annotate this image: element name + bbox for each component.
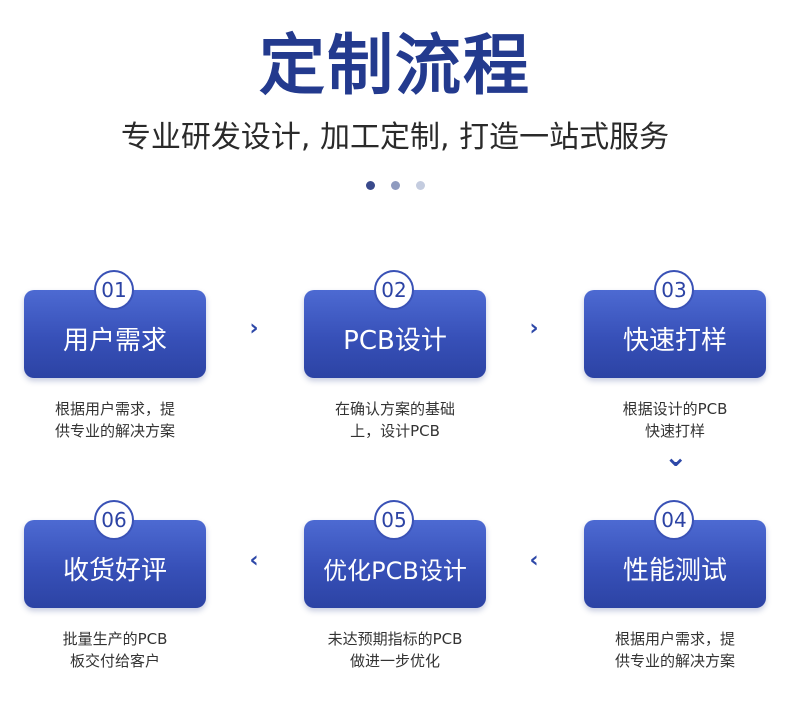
page-title: 定制流程 [259, 27, 531, 104]
step-description-line: 根据用户需求，提 [614, 630, 735, 648]
step-label: 收货好评 [62, 556, 167, 586]
chevron-right-icon: › [249, 316, 259, 341]
chevron-down-icon: ⌄ [664, 440, 688, 473]
step-label: 优化PCB设计 [323, 557, 467, 585]
step-description: 根据设计的PCB 快速打样 [584, 398, 766, 442]
step-description-line: 根据设计的PCB [622, 400, 728, 418]
step-number-badge: 04 [654, 500, 694, 540]
step-description-line: 批量生产的PCB [62, 630, 168, 648]
step-description: 根据用户需求，提 供专业的解决方案 [584, 628, 766, 672]
chevron-right-icon: › [529, 316, 539, 341]
chevron-left-icon: ‹ [249, 548, 259, 573]
step-description: 批量生产的PCB 板交付给客户 [24, 628, 206, 672]
step-label: 快速打样 [622, 326, 727, 356]
step-label: 用户需求 [62, 326, 167, 356]
dot-2 [390, 181, 400, 190]
step-description-line: 供专业的解决方案 [54, 422, 175, 440]
step-description: 根据用户需求，提 供专业的解决方案 [24, 398, 206, 442]
step-description: 在确认方案的基础 上，设计PCB [304, 398, 486, 442]
step-card: 快速打样 [584, 290, 766, 378]
step-label: PCB设计 [343, 326, 447, 356]
step-description-line: 快速打样 [644, 422, 705, 440]
step-description-line: 上，设计PCB [350, 422, 440, 440]
step-description: 未达预期指标的PCB 做进一步优化 [304, 628, 486, 672]
step-description-line: 板交付给客户 [69, 652, 160, 670]
step-number-badge: 03 [654, 270, 694, 310]
step-label: 性能测试 [622, 556, 727, 586]
step-number-badge: 02 [374, 270, 414, 310]
step-number-badge: 06 [94, 500, 134, 540]
step-description-line: 在确认方案的基础 [334, 400, 455, 418]
step-number-badge: 01 [94, 270, 134, 310]
step-description-line: 未达预期指标的PCB [327, 630, 463, 648]
step-description-line: 供专业的解决方案 [614, 652, 735, 670]
step-description-line: 根据用户需求，提 [54, 400, 175, 418]
dot-1 [365, 181, 375, 190]
pagination-dots [0, 181, 790, 190]
step-number-badge: 05 [374, 500, 414, 540]
dot-3 [415, 181, 425, 190]
chevron-left-icon: ‹ [529, 548, 539, 573]
page-subtitle: 专业研发设计, 加工定制, 打造一站式服务 [120, 120, 670, 155]
step-description-line: 做进一步优化 [349, 652, 440, 670]
